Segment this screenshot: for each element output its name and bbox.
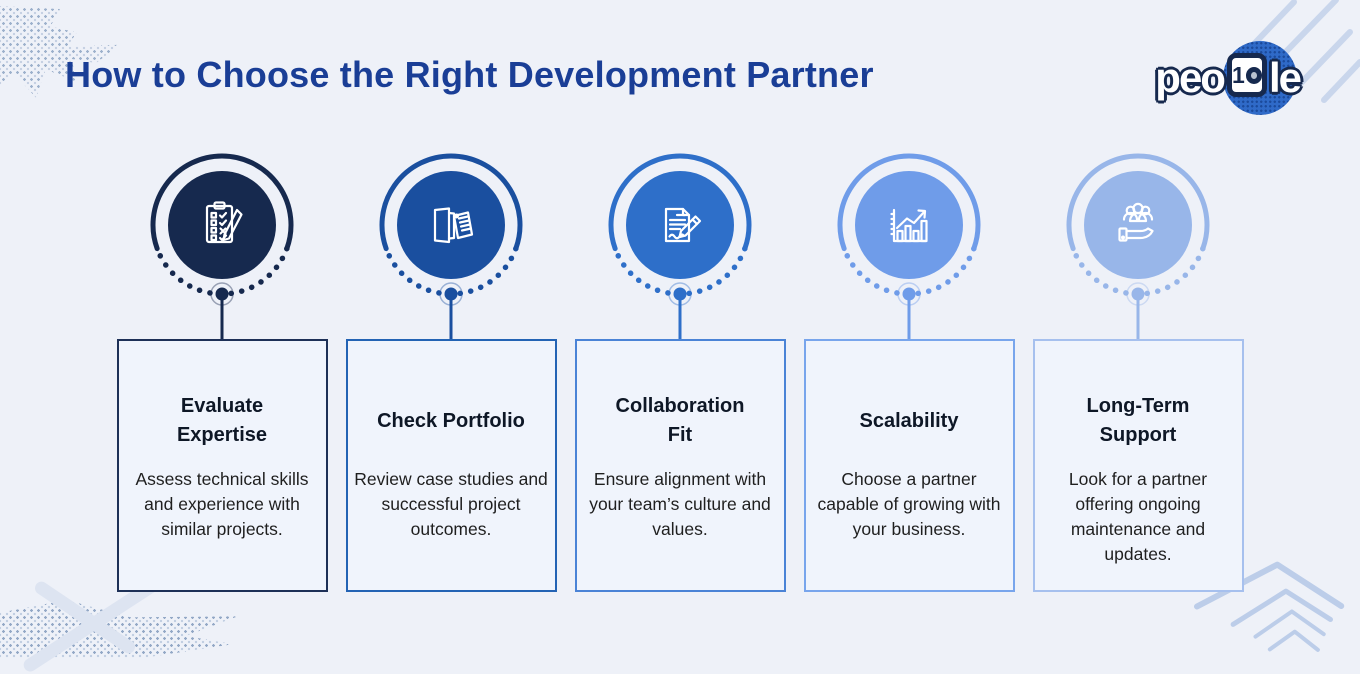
connector-dot	[1131, 287, 1145, 301]
step-card: Long-Term Support Look for a partner off…	[1032, 339, 1244, 592]
step-long-term-support: Long-Term Support Look for a partner off…	[1032, 147, 1244, 592]
page-title: How to Choose the Right Development Part…	[65, 54, 874, 95]
clipboard-checklist-icon	[205, 201, 243, 244]
step-collaboration-fit: Collaboration Fit Ensure alignment with …	[574, 147, 786, 592]
steps-row: Evaluate Expertise Assess technical skil…	[0, 147, 1360, 592]
ring-arc	[837, 153, 981, 252]
logo-digit-zero-glyph	[1245, 66, 1262, 84]
step-evaluate-expertise: Evaluate Expertise Assess technical skil…	[116, 147, 328, 592]
ring-arc	[608, 153, 752, 252]
logo-text-suffix: le	[1268, 54, 1302, 101]
growth-chart-icon	[890, 208, 928, 243]
step-circle-graphic	[379, 153, 523, 339]
step-card: Check Portfolio Review case studies and …	[345, 339, 557, 592]
connector-dot	[902, 287, 916, 301]
ring-arc	[1066, 153, 1210, 252]
logo-text-prefix: peo	[1155, 54, 1226, 101]
step-card-title: Scalability	[859, 409, 959, 432]
step-card-description: Assess technical skills and experience w…	[135, 469, 309, 540]
step-circle-graphic	[608, 153, 752, 339]
contract-signing-icon	[664, 207, 702, 243]
step-card: Evaluate Expertise Assess technical skil…	[116, 339, 328, 592]
hand-holding-team-icon	[1118, 202, 1154, 242]
step-scalability: Scalability Choose a partner capable of …	[803, 147, 1015, 592]
step-card-description: Ensure alignment with your team’s cultur…	[589, 469, 771, 540]
step-card-description: Look for a partner offering ongoing main…	[1068, 469, 1208, 565]
step-circle	[397, 171, 505, 279]
step-card-description: Review case studies and successful proje…	[354, 469, 548, 540]
step-card-title: Check Portfolio	[377, 409, 525, 432]
step-card: Scalability Choose a partner capable of …	[803, 339, 1015, 592]
step-circle-graphic	[150, 153, 294, 339]
step-check-portfolio: Check Portfolio Review case studies and …	[345, 147, 557, 592]
step-card-title: Long-Term Support	[1086, 395, 1190, 446]
step-card-title: Evaluate Expertise	[176, 395, 268, 446]
connector-dot	[673, 287, 687, 301]
step-circle-graphic	[1066, 153, 1210, 339]
connector-dot	[444, 287, 458, 301]
step-card-description: Choose a partner capable of growing with…	[817, 469, 1001, 540]
step-card: Collaboration Fit Ensure alignment with …	[574, 339, 786, 592]
logo-ten-box: 1	[1226, 53, 1267, 97]
logo-digit-one: 1	[1231, 61, 1245, 88]
step-circle-graphic	[837, 153, 981, 339]
step-card-title: Collaboration Fit	[615, 395, 745, 446]
ring-arc	[150, 153, 294, 252]
connector-dot	[215, 287, 229, 301]
ring-arc	[379, 153, 523, 252]
folder-documents-icon	[433, 207, 474, 244]
chevron-decoration-bottom-right	[1193, 561, 1345, 652]
step-circle	[1084, 171, 1192, 279]
